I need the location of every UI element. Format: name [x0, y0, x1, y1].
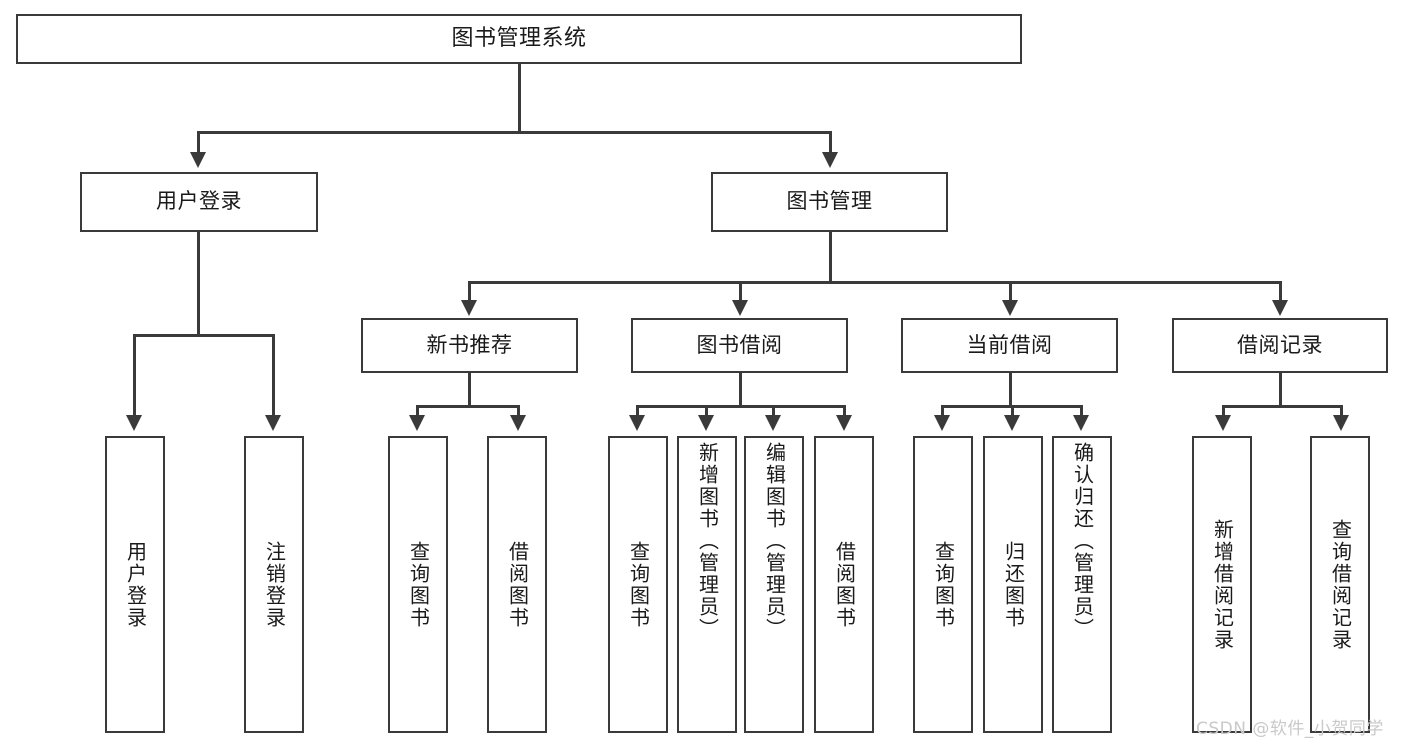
node-label: 编辑图书（管理员）: [762, 442, 787, 640]
node-label: 图书借阅: [696, 332, 783, 357]
node-label: 新增借阅记录: [1210, 518, 1235, 651]
node-label: 借阅图书: [505, 540, 530, 629]
connector-borrow-record-stem: [1279, 373, 1282, 408]
node-label: 查询图书: [406, 540, 431, 629]
node-label: 用户登录: [156, 189, 242, 214]
node-leaf-logout-login[interactable]: 注销登录: [244, 436, 304, 733]
node-new-book-recommend[interactable]: 新书推荐: [361, 318, 578, 373]
node-book-management[interactable]: 图书管理: [711, 172, 948, 232]
connector-user-login-stem: [197, 232, 200, 337]
node-label: 新增图书（管理员）: [695, 442, 720, 640]
node-label: 查询借阅记录: [1328, 518, 1353, 651]
node-leaf-query-book-borrow[interactable]: 查询图书: [608, 436, 668, 733]
connector-borrow-record-bus: [1222, 405, 1342, 408]
connector-new-book-bus: [416, 405, 520, 408]
connector-borrow-record-to-leaf-1: [1222, 405, 1225, 419]
node-label: 归还图书: [1001, 540, 1026, 629]
arrowhead-to-current-borrow: [1002, 300, 1018, 316]
node-leaf-query-book-recommend[interactable]: 查询图书: [388, 436, 448, 733]
connector-book-manage-to-new-book: [468, 281, 471, 305]
connector-book-borrow-to-leaf-3: [772, 405, 775, 419]
node-current-borrow[interactable]: 当前借阅: [901, 318, 1118, 373]
node-book-management-system[interactable]: 图书管理系统: [16, 14, 1022, 64]
arrowhead-to-leaf-query-book-cur: [934, 415, 950, 431]
connector-current-borrow-to-leaf-1: [941, 405, 944, 419]
connector-book-manage-to-current-borrow: [1009, 281, 1012, 305]
node-label: 注销登录: [262, 540, 287, 629]
connector-book-borrow-bus: [636, 405, 846, 408]
arrowhead-to-leaf-add-book-admin: [698, 415, 714, 431]
connector-current-borrow-to-leaf-2: [1011, 405, 1014, 419]
node-label: 图书管理: [786, 189, 873, 214]
node-leaf-query-borrow-record[interactable]: 查询借阅记录: [1310, 436, 1370, 733]
node-leaf-borrow-book-recommend[interactable]: 借阅图书: [487, 436, 547, 733]
connector-book-manage-to-borrow-record: [1279, 281, 1282, 305]
node-label: 当前借阅: [966, 332, 1053, 357]
node-leaf-return-book[interactable]: 归还图书: [983, 436, 1043, 733]
arrowhead-to-leaf-add-borrow-record: [1215, 415, 1231, 431]
arrowhead-to-leaf-query-borrow-record: [1333, 415, 1349, 431]
node-label: 用户登录: [123, 540, 148, 629]
node-label: 借阅图书: [832, 540, 857, 629]
node-label: 借阅记录: [1237, 332, 1323, 357]
connector-new-book-to-leaf-2: [517, 405, 520, 419]
arrowhead-to-leaf-query-book-rec: [409, 415, 425, 431]
connector-root-bus: [197, 131, 832, 134]
arrowhead-to-leaf-confirm-return-admin: [1073, 415, 1089, 431]
connector-book-borrow-to-leaf-1: [636, 405, 639, 419]
connector-user-login-bus: [133, 334, 275, 337]
node-label: 图书管理系统: [451, 25, 587, 51]
connector-new-book-stem: [468, 373, 471, 408]
connector-book-borrow-to-leaf-4: [843, 405, 846, 419]
connector-book-borrow-to-leaf-2: [705, 405, 708, 419]
arrowhead-to-user-login: [190, 152, 206, 168]
node-leaf-query-book-current[interactable]: 查询图书: [913, 436, 973, 733]
node-book-borrow[interactable]: 图书借阅: [631, 318, 848, 373]
connector-current-borrow-to-leaf-3: [1080, 405, 1083, 419]
connector-user-login-to-leaf-2: [272, 334, 275, 420]
connector-book-manage-stem: [829, 232, 832, 284]
node-leaf-add-borrow-record[interactable]: 新增借阅记录: [1192, 436, 1252, 733]
connector-root-to-book-manage: [829, 131, 832, 156]
arrowhead-to-book-borrow: [732, 300, 748, 316]
connector-root-stem: [518, 64, 521, 134]
node-leaf-confirm-return-admin[interactable]: 确认归还（管理员）: [1052, 436, 1112, 733]
node-borrow-record[interactable]: 借阅记录: [1172, 318, 1388, 373]
arrowhead-to-leaf-logout-login: [265, 415, 281, 431]
arrowhead-to-leaf-borrow-book-bor: [836, 415, 852, 431]
arrowhead-to-borrow-record: [1272, 300, 1288, 316]
connector-new-book-to-leaf-1: [416, 405, 419, 419]
node-label: 确认归还（管理员）: [1070, 442, 1095, 640]
node-user-login[interactable]: 用户登录: [80, 172, 318, 232]
arrowhead-to-book-manage: [822, 152, 838, 168]
node-label: 新书推荐: [426, 332, 513, 357]
node-leaf-borrow-book-borrow[interactable]: 借阅图书: [814, 436, 874, 733]
node-leaf-user-login[interactable]: 用户登录: [105, 436, 165, 733]
arrowhead-to-leaf-borrow-book-rec: [510, 415, 526, 431]
connector-user-login-to-leaf-1: [133, 334, 136, 420]
node-label: 查询图书: [931, 540, 956, 629]
node-leaf-add-book-admin[interactable]: 新增图书（管理员）: [677, 436, 737, 733]
arrowhead-to-leaf-edit-book-admin: [765, 415, 781, 431]
arrowhead-to-leaf-user-login: [126, 415, 142, 431]
arrowhead-to-leaf-return-book: [1004, 415, 1020, 431]
node-label: 查询图书: [626, 540, 651, 629]
connector-root-to-user-login: [197, 131, 200, 156]
arrowhead-to-leaf-query-book-bor: [629, 415, 645, 431]
connector-book-manage-to-book-borrow: [739, 281, 742, 305]
connector-current-borrow-stem: [1009, 373, 1012, 408]
node-leaf-edit-book-admin[interactable]: 编辑图书（管理员）: [744, 436, 804, 733]
connector-book-manage-bus: [468, 281, 1282, 284]
arrowhead-to-new-book-recommend: [461, 300, 477, 316]
connector-book-borrow-stem: [739, 373, 742, 408]
connector-borrow-record-to-leaf-2: [1340, 405, 1343, 419]
